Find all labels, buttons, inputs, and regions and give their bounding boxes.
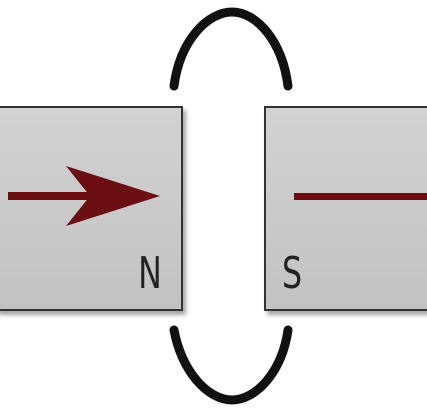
field-line-bottom xyxy=(169,325,293,405)
field-line-top xyxy=(169,7,293,91)
arrow-south xyxy=(294,193,427,200)
arrowhead-icon xyxy=(66,166,160,226)
pole-label-north: N xyxy=(138,248,162,299)
pole-label-south: S xyxy=(282,248,302,299)
magnet-south xyxy=(264,106,427,311)
arrow-north xyxy=(8,166,160,226)
